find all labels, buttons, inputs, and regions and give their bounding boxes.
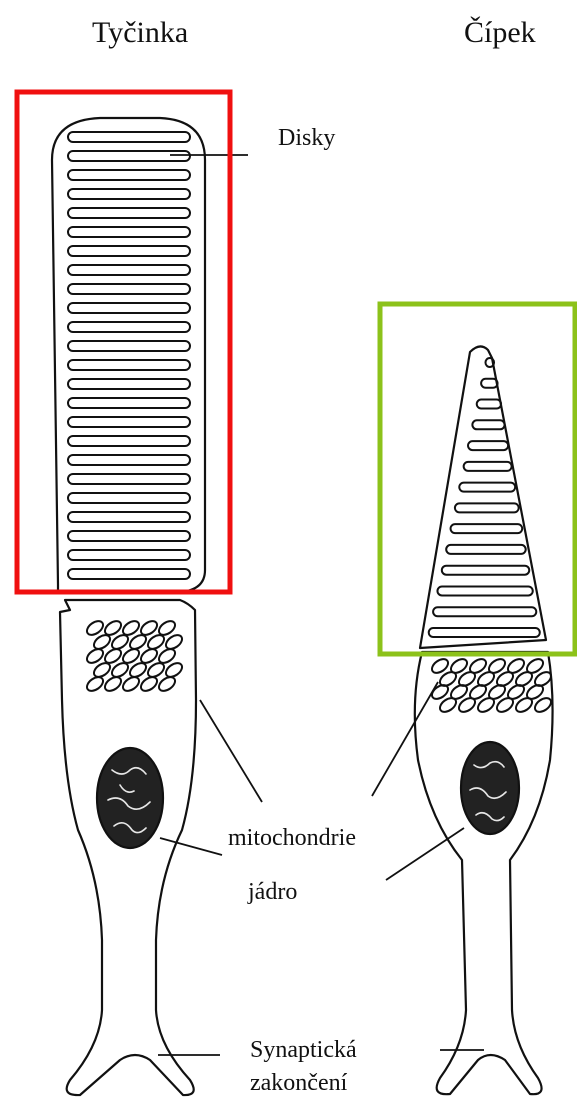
cone-disc [437,586,532,595]
cone-nucleus-leader [386,828,464,880]
rod-disc [68,322,190,332]
rod-disc [68,246,190,256]
rod-disc [68,474,190,484]
synaptic-label-line2: zakončení [250,1071,347,1095]
cone-title: Čípek [464,18,536,48]
mitochondria-label: mitochondrie [228,826,356,850]
rod-disc [68,341,190,351]
cone-disc [459,483,515,492]
cone-disc [468,441,508,450]
cone-disc [433,607,536,616]
cone-disc [477,400,501,409]
mitochondrion [102,674,123,693]
rod-disc [68,227,190,237]
rod-disc [68,151,190,161]
cone-outer-segment [420,346,546,648]
rod-disc [68,436,190,446]
rod-disc [68,379,190,389]
cone-cell [415,346,554,1094]
rod-nucleus-leader [160,838,222,855]
cone-mitochondria [429,656,553,714]
cone-nucleus [461,742,519,834]
cone-disc [451,524,523,533]
cone-disc [481,379,497,388]
rod-discs [68,132,190,579]
rod-disc [68,208,190,218]
rod-mito-leader [200,700,262,802]
cone-disc [472,420,504,429]
rod-disc [68,531,190,541]
cone-disc [446,545,526,554]
rod-disc [68,512,190,522]
rod-mitochondria [84,618,184,693]
rod-disc [68,303,190,313]
cone-cell-body [415,652,553,1094]
rod-disc [68,132,190,142]
mitochondrion [84,674,105,693]
cone-disc [455,503,519,512]
rod-disc [68,360,190,370]
cone-disc [464,462,512,471]
cone-mito-leader [372,682,438,796]
rod-disc [68,170,190,180]
cone-disc [442,566,529,575]
rod-disc [68,284,190,294]
rod-disc [68,417,190,427]
rod-disc [68,550,190,560]
rod-cell [52,118,205,1095]
rod-disc [68,189,190,199]
rod-disc [68,493,190,503]
mitochondrion [156,674,177,693]
rod-disc [68,398,190,408]
discs-label: Disky [278,126,335,150]
cone-outer-segment-highlight [380,304,575,654]
rod-disc [68,455,190,465]
leader-lines [158,155,484,1055]
cone-disc [429,628,540,637]
rod-title: Tyčinka [92,18,188,48]
rod-disc [68,265,190,275]
mitochondrion [120,674,141,693]
synaptic-label-line1: Synaptická [250,1038,357,1062]
nucleus-label: jádro [248,880,297,904]
rod-disc [68,569,190,579]
mitochondrion [138,674,159,693]
rod-nucleus [97,748,163,848]
